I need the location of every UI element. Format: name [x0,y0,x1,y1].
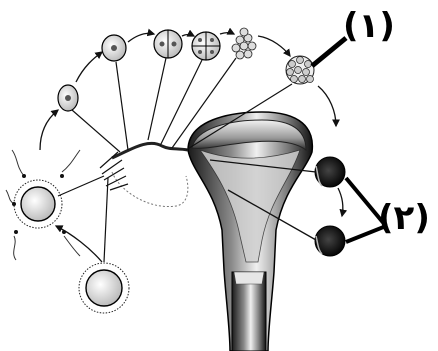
two-cell-stage [154,30,182,58]
label-1-leader [312,38,346,66]
four-cell-stage [192,32,220,60]
implanted-embryo-lower [315,226,345,256]
ovulated-egg [79,263,129,313]
label-two: (٢) [378,198,430,238]
implanted-embryo-upper [315,157,345,187]
one-cell-stage [102,35,126,61]
egg-pointer-lines [58,176,108,262]
blastocyst [286,56,314,84]
ovum-with-sperm [6,150,80,260]
morula [232,28,256,59]
fallopian-tube [100,143,188,206]
uterus [188,112,312,351]
zygote [58,85,78,111]
label-one: (١) [343,6,395,46]
